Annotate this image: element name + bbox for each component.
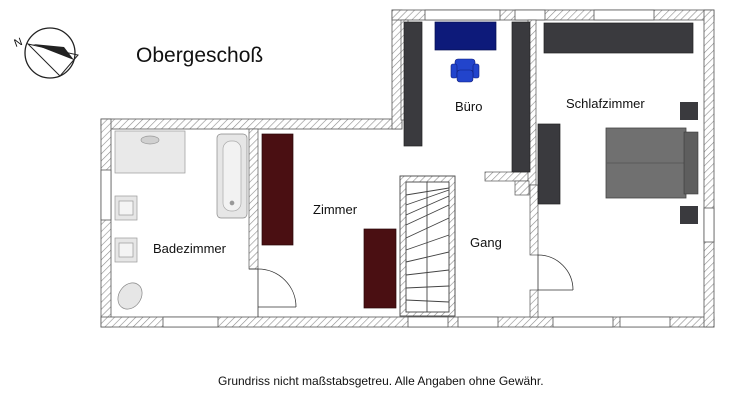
- exterior-walls: [100, 9, 715, 328]
- office-shelf-right: [511, 21, 531, 173]
- wardrobe-zimmer: [261, 133, 294, 246]
- room-label-gang: Gang: [470, 235, 502, 250]
- windows: [100, 9, 715, 328]
- room-label-zimmer: Zimmer: [313, 202, 358, 217]
- bed-headboard: [683, 131, 699, 195]
- bathroom-fixtures: [114, 130, 248, 310]
- compass-north-label: N: [13, 36, 25, 50]
- disclaimer-text: Grundriss nicht maßstabsgetreu. Alle Ang…: [218, 374, 544, 388]
- floor-title: Obergeschoß: [136, 44, 263, 67]
- toilet: [117, 282, 143, 310]
- office-desk: [434, 21, 497, 51]
- nightstand-top: [680, 102, 698, 120]
- bedroom-wardrobe-top: [543, 22, 694, 54]
- compass-icon: N: [13, 27, 79, 79]
- room-label-buero: Büro: [455, 99, 482, 114]
- room-label-badezimmer: Badezimmer: [153, 241, 227, 256]
- office-chair-icon: [450, 58, 480, 83]
- sideboard-zimmer: [363, 228, 397, 309]
- nightstand-bottom: [680, 206, 698, 224]
- room-label-schlafzimmer: Schlafzimmer: [566, 96, 645, 111]
- door-bedroom[interactable]: [537, 254, 574, 291]
- staircase: [399, 175, 456, 317]
- bedroom-wardrobe-side: [537, 123, 561, 205]
- office-shelf-left: [403, 21, 423, 147]
- door-bathroom[interactable]: [249, 268, 297, 317]
